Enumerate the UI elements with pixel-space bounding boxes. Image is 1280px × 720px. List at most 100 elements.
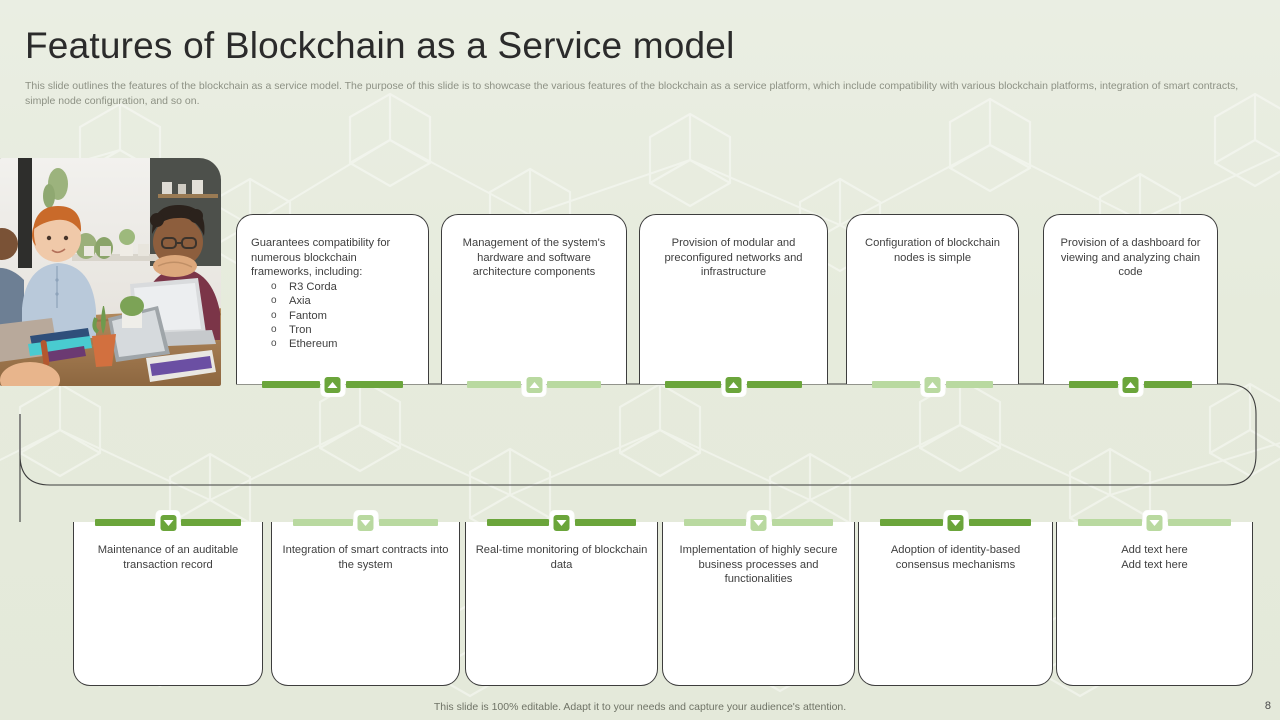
feature-card-text: Maintenance of an auditable transaction … [97,544,239,571]
triangle-down-icon [156,511,180,534]
feature-card-heading: Management of the system's hardware and … [462,237,606,279]
connector-bar [293,511,438,534]
bottom-feature-card[interactable]: Adoption of identity-based consensus mec… [858,522,1053,686]
connector-bar-segment [1167,519,1231,526]
triangle-glyph [950,519,961,526]
connector-bar [95,511,241,534]
feature-card-text: Add text here Add text here [1121,544,1188,571]
connector-bar-segment [345,381,403,388]
badge-chip [526,376,542,393]
feature-card-heading: Configuration of blockchain nodes is sim… [865,237,1000,264]
feature-card-heading: Provision of modular and preconfigured n… [664,237,803,279]
connector-bar-segment [880,519,943,526]
framework-list-item: R3 Corda [251,280,418,295]
connector-bar-segment [574,519,636,526]
connector-bar-segment [95,519,155,526]
team-collaboration-photo [0,158,221,386]
triangle-glyph [360,519,371,526]
bottom-feature-card[interactable]: Real-time monitoring of blockchain data [465,522,658,686]
feature-card-text: Provision of a dashboard for viewing and… [1053,236,1208,280]
triangle-glyph [728,381,739,388]
connector-bar-segment [746,381,802,388]
feature-card-text: Integration of smart contracts into the … [282,544,449,571]
triangle-glyph [556,519,567,526]
connector-bar-segment [262,381,320,388]
feature-card-text: Implementation of highly secure business… [679,544,838,586]
feature-card-text: Real-time monitoring of blockchain data [475,544,648,571]
badge-chip [553,514,570,531]
badge-chip [750,514,767,531]
connector-bar [487,511,636,534]
connector-bar [262,373,403,396]
framework-list-item: Ethereum [251,337,418,352]
connector-bar-segment [968,519,1031,526]
top-feature-card[interactable]: Provision of a dashboard for viewing and… [1043,214,1218,384]
triangle-down-icon [944,511,967,534]
connector-bar [665,373,802,396]
badge-chip [160,514,176,531]
connector-bar [880,511,1031,534]
framework-list-item: Tron [251,323,418,338]
badge-chip [725,376,742,393]
triangle-up-icon [1119,373,1142,396]
connector-bar-segment [181,519,241,526]
triangle-up-icon [921,373,944,396]
badge-chip [1122,376,1139,393]
triangle-down-icon [747,511,770,534]
feature-card-heading: Guarantees compatibility for numerous bl… [251,237,391,279]
connector-bar-segment [1069,381,1118,388]
connector-bar-segment [665,381,721,388]
triangle-glyph [163,519,173,526]
feature-card-heading: Provision of a dashboard for viewing and… [1060,237,1201,279]
bottom-feature-card[interactable]: Maintenance of an auditable transaction … [73,522,263,686]
triangle-up-icon [722,373,745,396]
triangle-glyph [1125,381,1136,388]
badge-chip [357,514,374,531]
page-title: Features of Blockchain as a Service mode… [25,25,735,66]
triangle-glyph [529,381,539,388]
connector-bar [1069,373,1192,396]
feature-card-text: Management of the system's hardware and … [451,236,617,280]
top-feature-card[interactable]: Guarantees compatibility for numerous bl… [236,214,429,384]
connector-bar-segment [872,381,920,388]
connector-bar-segment [467,381,521,388]
triangle-glyph [753,519,764,526]
connector-bar [1078,511,1231,534]
triangle-down-icon [550,511,573,534]
connector-bar-segment [945,381,993,388]
top-feature-card[interactable]: Configuration of blockchain nodes is sim… [846,214,1019,384]
connector-bar-segment [684,519,746,526]
bottom-feature-card[interactable]: Integration of smart contracts into the … [271,522,460,686]
feature-card-text: Adoption of identity-based consensus mec… [890,544,1021,571]
bottom-feature-card[interactable]: Add text here Add text here [1056,522,1253,686]
connector-bar [872,373,993,396]
connector-bar-segment [378,519,438,526]
page-number: 8 [1264,700,1271,712]
connector-bar-segment [547,381,601,388]
feature-card-text: Provision of modular and preconfigured n… [649,236,818,280]
feature-card-text: Configuration of blockchain nodes is sim… [856,236,1009,265]
connector-bar-segment [1143,381,1192,388]
top-feature-card[interactable]: Provision of modular and preconfigured n… [639,214,828,384]
triangle-up-icon [522,373,546,396]
framework-list-item: Axia [251,294,418,309]
feature-card-text: Guarantees compatibility for numerous bl… [251,236,418,352]
framework-list-item: Fantom [251,309,418,324]
badge-chip [947,514,964,531]
triangle-glyph [927,381,938,388]
framework-list: R3 CordaAxiaFantomTronEthereum [251,280,418,352]
page-subtitle: This slide outlines the features of the … [25,80,1239,107]
badge-chip [1146,514,1163,531]
top-feature-card[interactable]: Management of the system's hardware and … [441,214,627,384]
triangle-up-icon [321,373,344,396]
connector-bar-segment [293,519,353,526]
triangle-down-icon [354,511,377,534]
connector-bar-segment [487,519,549,526]
editable-note: This slide is 100% editable. Adapt it to… [433,701,847,713]
triangle-glyph [1149,519,1160,526]
connector-bar [684,511,833,534]
badge-chip [324,376,341,393]
connector-bar-segment [1078,519,1142,526]
badge-chip [924,376,941,393]
bottom-feature-card[interactable]: Implementation of highly secure business… [662,522,855,686]
